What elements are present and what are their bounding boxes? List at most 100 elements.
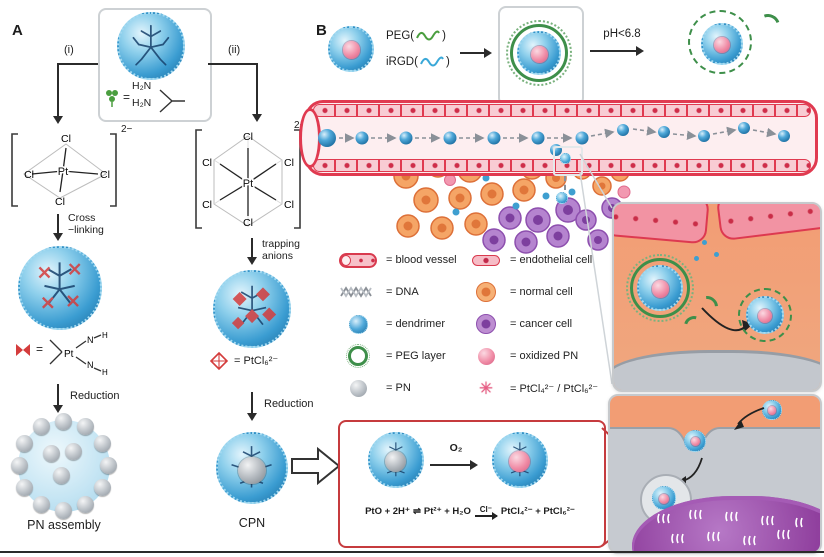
cl-label: Cl: [284, 199, 294, 211]
elbow-ii-line: [208, 63, 258, 65]
figure-bottom-rule: [0, 551, 824, 553]
dendrimer-icon: [348, 314, 368, 334]
ptcl6-anion-icon: [209, 351, 229, 371]
pn-assembly-core: [18, 420, 110, 512]
panel-a-label: A: [12, 22, 23, 39]
ptcl4-charge: 2−: [121, 124, 133, 135]
peg-fragment-arc: [752, 10, 784, 42]
legend-item-dna: = DNA: [338, 276, 457, 308]
approaching-particle: [762, 400, 782, 420]
dendrimer-branches-icon: [132, 24, 170, 66]
amine-bond-lines: [159, 89, 185, 113]
reduction-arrow-right: [246, 392, 257, 421]
trapping-label-1: trapping: [262, 238, 300, 250]
zoom-connector-lines: [579, 153, 613, 385]
legend-item-blood-vessel: = blood vessel: [338, 244, 457, 276]
approach-arrow: [734, 407, 765, 430]
vessel-wall-fragment: [614, 204, 710, 245]
legend-item-normal-cell: = normal cell: [470, 276, 598, 308]
escaped-particle: [556, 192, 568, 204]
amine-h2n-bottom: H₂N: [132, 97, 152, 109]
oxidized-pn-icon: [477, 347, 495, 365]
irgd-close: ): [445, 56, 450, 68]
legend-label: = DNA: [386, 286, 419, 298]
reduction-label-right: Reduction: [264, 398, 314, 410]
oxidized-core: [342, 41, 361, 60]
cl-label: Cl: [61, 133, 71, 145]
cl-label: Cl: [243, 131, 253, 143]
h-label: H: [102, 368, 108, 377]
shed-peg-ring: [688, 10, 752, 74]
cl-label: Cl: [284, 157, 294, 169]
legend-label: = PN: [386, 382, 411, 394]
rxn-mid: Pt²⁺ + H₂O: [423, 506, 471, 517]
crosslinked-pattern-icon: [38, 262, 81, 309]
cpn-to-reaction-arrow: [291, 446, 341, 486]
normal-cell-icon: [476, 282, 496, 302]
legend-label: = oxidized PN: [510, 350, 579, 362]
rxn-cl-arrow: Cl⁻: [474, 506, 498, 520]
legend-column-1: = blood vessel = DNA = dendrimer = PEG l…: [338, 244, 457, 404]
elbow-i-line: [58, 63, 98, 65]
legend-label: = PtCl₄²⁻ / PtCl₆²⁻: [510, 382, 599, 395]
ph-label: pH<6.8: [603, 28, 641, 40]
reduction-arrow-left: [52, 384, 63, 413]
particle-at-membrane: [684, 430, 706, 452]
n-label: N: [87, 360, 94, 370]
intracellular-zoom-panel: [608, 394, 822, 554]
cl-label: Cl: [24, 169, 34, 181]
vessel-lumen-flow: [318, 122, 790, 156]
vessel-wall-fragment: [715, 204, 820, 242]
cell-membrane: [614, 350, 820, 390]
dendrimer-particle: [117, 12, 185, 80]
cpn-before-oxidation: [368, 432, 424, 488]
pn-assembly-label: PN assembly: [27, 518, 101, 532]
extravasating-particle: [560, 153, 571, 164]
pt-label: Pt: [64, 349, 74, 360]
legend-label: = cancer cell: [510, 318, 573, 330]
cl-label: Cl: [202, 157, 212, 169]
oxidation-arrow: [430, 459, 478, 470]
legend-item-oxidized-pn: = oxidized PN: [470, 340, 598, 372]
cl-label: Cl: [55, 196, 65, 208]
irgd-squiggle-icon: [420, 56, 444, 67]
trapping-label-2: anions: [262, 250, 293, 262]
peg-ring: [506, 20, 572, 86]
peg-layer-icon: [346, 344, 370, 368]
rxn-right: PtCl₄²⁻ + PtCl₆²⁻: [500, 506, 575, 517]
ptcl6-complex: Cl Cl Cl Cl Cl Cl Pt: [195, 129, 301, 229]
amine-h2n-top: H₂N: [132, 80, 152, 92]
crosslinking-arrow: [52, 214, 63, 241]
peg-close: ): [442, 30, 446, 42]
amine-equals: =: [123, 90, 131, 104]
pn-icon: [349, 379, 367, 397]
legend-label: = normal cell: [510, 286, 573, 298]
endothelial-cell-icon: [472, 254, 500, 266]
cpn-after-oxidation: [492, 432, 548, 488]
ptcl-anions-icon: ✳: [478, 378, 494, 398]
cl-label: Cl: [100, 169, 110, 181]
pt-label: Pt: [58, 166, 68, 178]
rxn-arrow-line: [474, 512, 498, 520]
pn-assembly-cluster: [11, 413, 117, 519]
step-i-label: (i): [64, 44, 74, 56]
rxn-left: PtO + 2H⁺: [365, 506, 410, 517]
legend-label: = endothelial cell: [510, 254, 593, 266]
pt-ligand-equals: =: [36, 342, 44, 356]
legend-item-ptcl-anions: ✳ = PtCl₄²⁻ / PtCl₆²⁻: [470, 372, 598, 404]
arrow-i: [52, 63, 63, 124]
pegylated-particle: [517, 31, 561, 75]
blood-vessel-icon: [339, 252, 377, 268]
pn-core: [238, 457, 266, 485]
step-ii-label: (ii): [228, 44, 241, 56]
cpn-label: CPN: [238, 516, 266, 530]
h-label: H: [102, 331, 108, 340]
cpn-particle: [216, 432, 288, 504]
legend-item-cancer-cell: = cancer cell: [470, 308, 598, 340]
legend-column-2: = endothelial cell = normal cell = cance…: [470, 244, 598, 404]
extravasation-arrow: [564, 176, 566, 190]
peg-ring: [626, 254, 694, 322]
irgd-label-row: iRGD( ): [386, 56, 450, 68]
legend-label: = PEG layer: [386, 350, 446, 362]
